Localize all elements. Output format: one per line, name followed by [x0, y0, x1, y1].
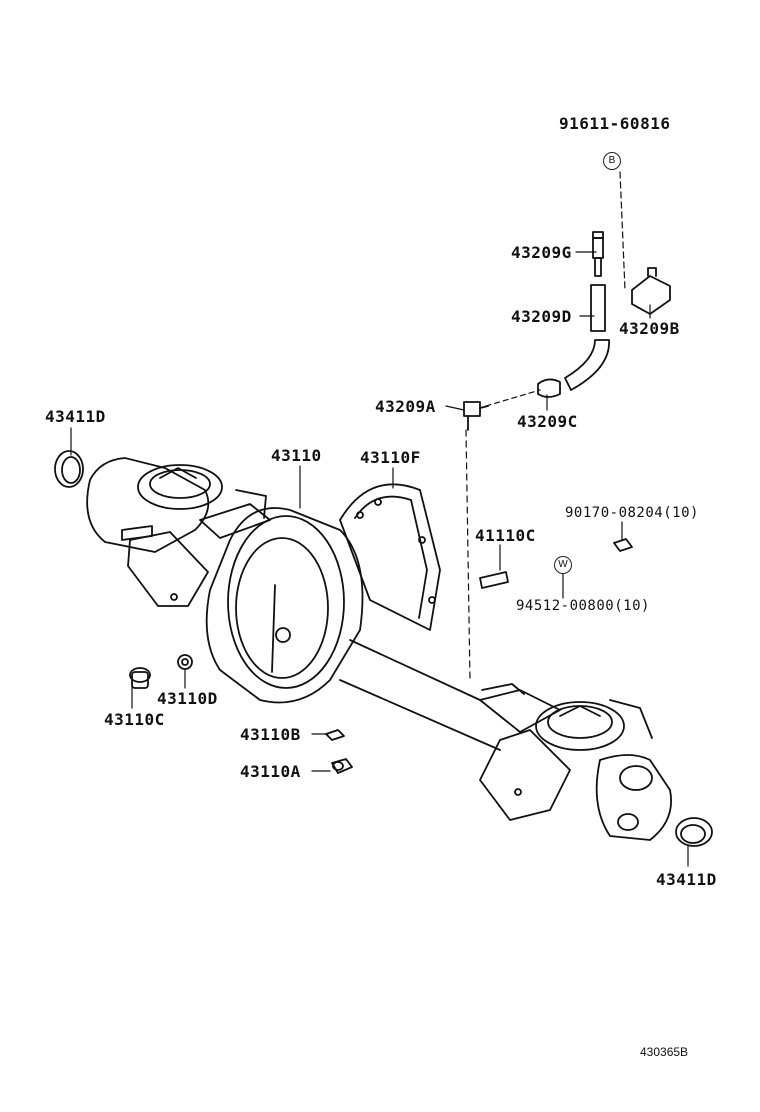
diagram-reference-number: 430365B [640, 1045, 689, 1059]
part-label-43110[interactable]: 43110 [271, 446, 322, 465]
part-label-43411D-right[interactable]: 43411D [656, 870, 717, 889]
small-hardware [129, 538, 633, 774]
part-label-43209B[interactable]: 43209B [619, 319, 680, 338]
part-label-43110C[interactable]: 43110C [104, 710, 165, 729]
part-label-43209G[interactable]: 43209G [511, 243, 572, 262]
vent-assembly [463, 231, 671, 431]
part-label-43110D[interactable]: 43110D [157, 689, 218, 708]
part-label-41110C[interactable]: 41110C [475, 526, 536, 545]
part-label-43110A[interactable]: 43110A [240, 762, 301, 781]
part-label-43209A[interactable]: 43209A [375, 397, 436, 416]
part-label-94512-00800[interactable]: 94512-00800(10) [516, 598, 650, 614]
part-label-43110F[interactable]: 43110F [360, 448, 421, 467]
axle-housing [86, 457, 672, 841]
part-label-90170-08204[interactable]: 90170-08204(10) [565, 505, 699, 521]
part-label-43110B[interactable]: 43110B [240, 725, 301, 744]
bolt-marker-icon: B [603, 152, 621, 170]
part-label-43209D[interactable]: 43209D [511, 307, 572, 326]
washer-marker-icon: W [554, 556, 572, 574]
part-label-43209C[interactable]: 43209C [517, 412, 578, 431]
part-label-91611-60816[interactable]: 91611-60816 [559, 114, 671, 133]
oil-seals [54, 450, 713, 847]
part-label-43411D-left[interactable]: 43411D [45, 407, 106, 426]
